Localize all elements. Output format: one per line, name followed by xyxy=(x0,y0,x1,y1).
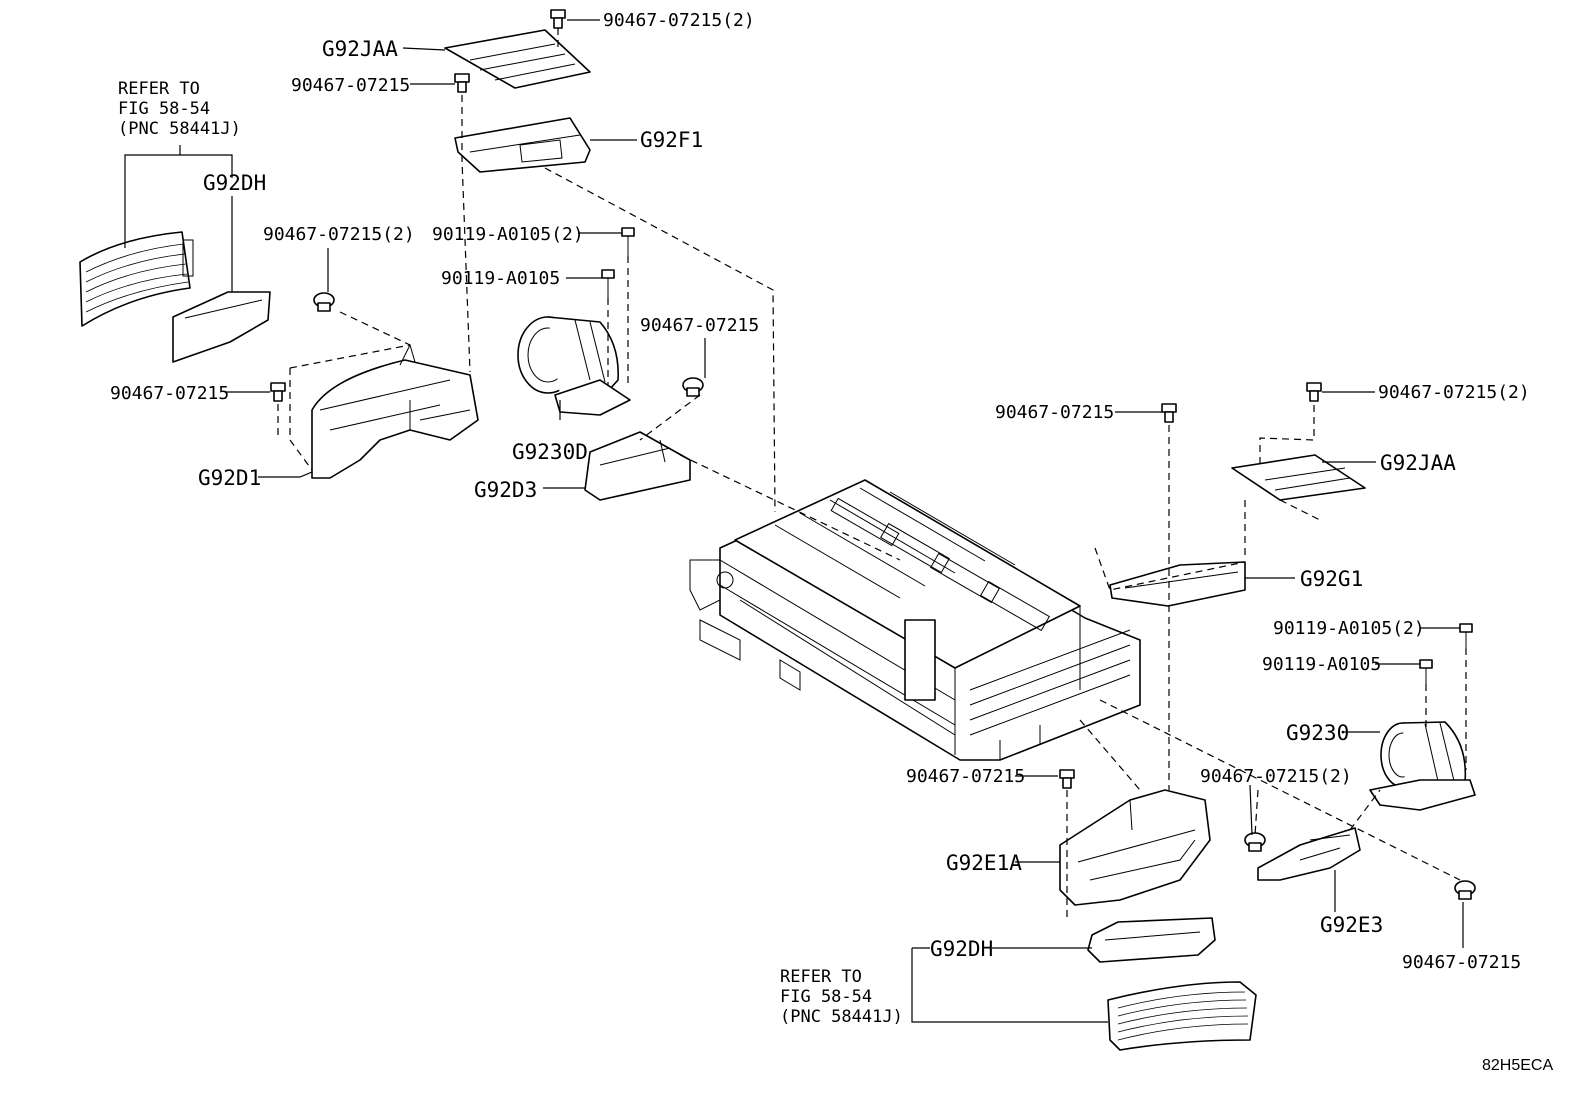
part-g92d1 xyxy=(311,343,479,479)
part-g92e1a xyxy=(1059,789,1211,906)
label-90119-a0105-2-right: 90119-A0105(2) xyxy=(1273,618,1425,639)
label-g92e1a: G92E1A xyxy=(946,851,1022,875)
part-g92g1 xyxy=(1109,561,1246,607)
label-g92g1: G92G1 xyxy=(1300,567,1363,591)
part-grille-bottom xyxy=(1107,981,1257,1051)
bolt-icon xyxy=(1419,659,1433,684)
label-90467-07215-2-bottom: 90467-07215(2) xyxy=(1200,766,1352,787)
label-g92jaa-top: G92JAA xyxy=(322,37,398,61)
refer-top-line-1: REFER TO xyxy=(118,79,200,99)
refer-top-line-2: FIG 58-54 xyxy=(118,99,210,119)
refer-bottom-line-1: REFER TO xyxy=(780,967,862,987)
label-g92d3: G92D3 xyxy=(474,478,537,502)
part-g92e3 xyxy=(1257,827,1361,881)
clip-icon xyxy=(550,9,566,29)
leader-lines xyxy=(124,19,1464,1023)
label-90119-a0105-right: 90119-A0105 xyxy=(1262,654,1381,675)
part-g92d3 xyxy=(584,431,691,501)
part-g92f1 xyxy=(454,117,591,173)
label-g92d1: G92D1 xyxy=(198,466,261,490)
clip-icon xyxy=(1306,382,1322,402)
label-90467-07215-rightmid: 90467-07215 xyxy=(995,402,1114,423)
part-g92dh-bottom xyxy=(1087,917,1216,963)
label-g9230d: G9230D xyxy=(512,440,588,464)
label-90119-a0105-mid: 90119-A0105 xyxy=(441,268,560,289)
battery-pack xyxy=(689,479,1141,761)
label-g92e3: G92E3 xyxy=(1320,913,1383,937)
clip-icon xyxy=(1161,403,1177,423)
label-90119-a0105-2-mid: 90119-A0105(2) xyxy=(432,224,584,245)
clip-icon xyxy=(313,292,335,312)
part-g9230d xyxy=(517,316,631,416)
label-90467-07215-2-right: 90467-07215(2) xyxy=(1378,382,1530,403)
assembly-lines xyxy=(277,28,1467,920)
label-g92jaa-right: G92JAA xyxy=(1380,451,1456,475)
clip-icon xyxy=(454,73,470,93)
diagram-code: 82H5ECA xyxy=(1482,1057,1553,1074)
part-g9230 xyxy=(1369,721,1476,811)
clip-icon xyxy=(1454,880,1476,900)
bolt-icon xyxy=(621,227,635,256)
labels: G92JAA 90467-07215(2) 90467-07215 REFER … xyxy=(110,10,1553,1074)
label-90467-07215-center: 90467-07215 xyxy=(640,315,759,336)
part-g92jaa-top xyxy=(444,29,591,89)
label-g9230: G9230 xyxy=(1286,721,1349,745)
label-90467-07215-topleft: 90467-07215 xyxy=(291,75,410,96)
refer-bottom-line-2: FIG 58-54 xyxy=(780,987,872,1007)
clip-icon xyxy=(1244,832,1266,852)
label-90467-07215-2-top: 90467-07215(2) xyxy=(603,10,755,31)
part-g92dh-top xyxy=(172,291,271,363)
label-g92f1: G92F1 xyxy=(640,128,703,152)
refer-bottom-line-3: (PNC 58441J) xyxy=(780,1007,903,1027)
label-90467-07215-left: 90467-07215 xyxy=(110,383,229,404)
clip-icon xyxy=(1059,769,1075,789)
label-90467-07215-bottomright: 90467-07215 xyxy=(1402,952,1521,973)
clip-icon xyxy=(682,377,704,397)
refer-top-line-3: (PNC 58441J) xyxy=(118,119,241,139)
bolt-icon xyxy=(1459,623,1473,648)
part-grille-top xyxy=(79,231,194,327)
label-90467-07215-2-mid: 90467-07215(2) xyxy=(263,224,415,245)
bolt-icon xyxy=(601,269,615,298)
label-g92dh-bottom: G92DH xyxy=(930,937,993,961)
part-g92jaa-right xyxy=(1231,454,1366,501)
label-g92dh-top: G92DH xyxy=(203,171,266,195)
label-90467-07215-bottom: 90467-07215 xyxy=(906,766,1025,787)
clip-icon xyxy=(270,382,286,402)
